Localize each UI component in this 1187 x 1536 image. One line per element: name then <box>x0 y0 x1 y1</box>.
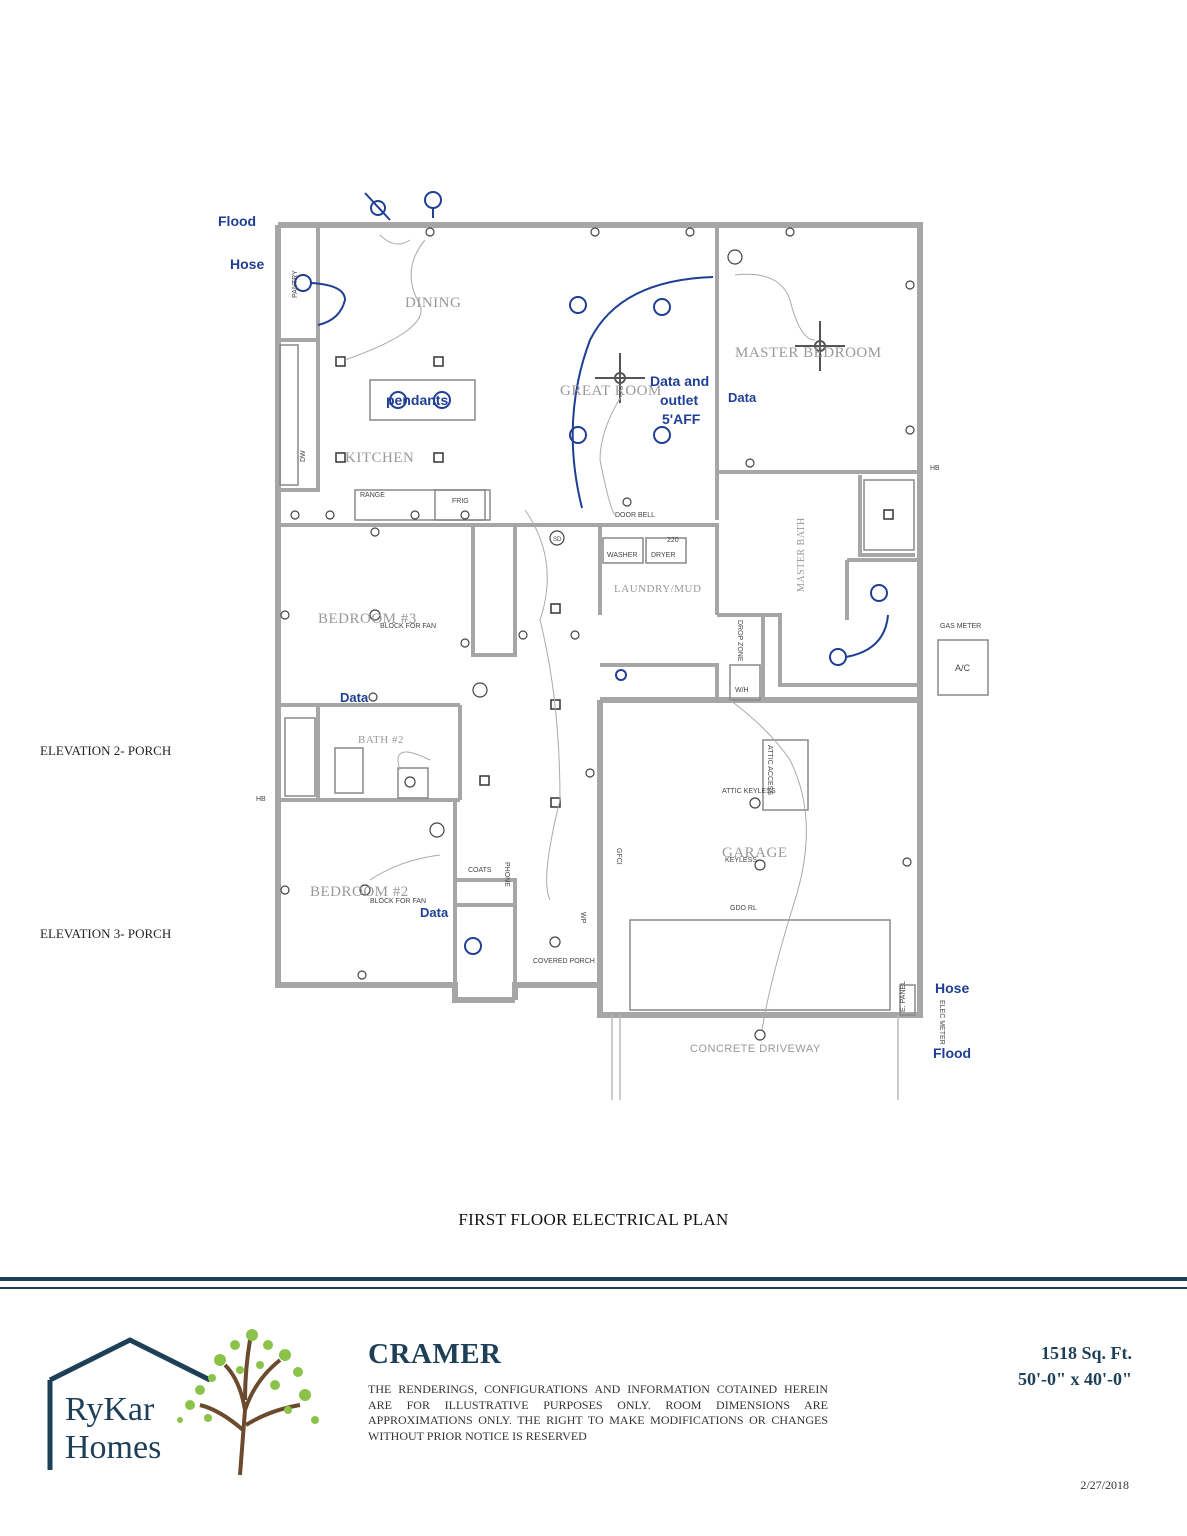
label-washer: WASHER <box>607 552 637 559</box>
note-hose-bottom: Hose <box>935 980 969 996</box>
note-data-bedroom2: Data <box>420 905 449 920</box>
label-e-panel: E. PANEL <box>900 981 907 1012</box>
note-data-master: Data <box>728 390 757 405</box>
label-gas-meter: GAS METER <box>940 623 981 630</box>
note-data-outlet-1: Data and <box>650 373 709 389</box>
room-label-master-bath: MASTER BATH <box>796 517 807 592</box>
note-flood-bottom: Flood <box>933 1045 971 1061</box>
room-label-driveway: CONCRETE DRIVEWAY <box>690 1043 821 1055</box>
label-attic-keyless: ATTIC KEYLESS <box>722 788 776 795</box>
room-label-pantry: PANTRY <box>292 270 299 298</box>
label-block-for-fan-2: BLOCK FOR FAN <box>370 898 426 905</box>
tree-icon <box>177 1329 319 1476</box>
blue-annotation-marks <box>294 191 889 955</box>
label-range: RANGE <box>360 492 385 499</box>
room-label-master-bedroom: MASTER BEDROOM <box>735 345 882 361</box>
room-label-kitchen: KITCHEN <box>345 450 414 466</box>
note-data-outlet-2: outlet <box>660 392 698 408</box>
room-label-bath2: BATH #2 <box>358 734 404 746</box>
driveway <box>611 1015 899 1100</box>
label-block-for-fan-1: BLOCK FOR FAN <box>380 623 436 630</box>
label-phone: PHONE <box>503 862 510 887</box>
rykar-homes-logo: RyKar Homes <box>47 1329 319 1476</box>
note-data-bedroom3: Data <box>340 690 369 705</box>
interior-walls <box>278 225 920 985</box>
plan-dimensions: 50'-0" x 40'-0" <box>1018 1369 1132 1389</box>
label-gdo: GDO RL <box>730 905 757 912</box>
room-label-garage: GARAGE <box>722 845 788 861</box>
label-220: 220 <box>667 537 679 544</box>
elevation-2-label: ELEVATION 2- PORCH <box>40 743 172 758</box>
plan-date: 2/27/2018 <box>1080 1478 1129 1492</box>
floor-plan: DINING GREAT ROOM MASTER BEDROOM KITCHEN… <box>218 191 989 1100</box>
room-label-drop-zone: DROP ZONE <box>736 620 743 662</box>
room-label-bedroom3: BEDROOM #3 <box>318 611 417 627</box>
label-dryer: DRYER <box>651 552 675 559</box>
label-wp: WP <box>579 912 586 924</box>
label-hb: HB <box>256 796 266 803</box>
room-label-laundry: LAUNDRY/MUD <box>614 583 701 595</box>
note-data-outlet-3: 5'AFF <box>662 411 701 427</box>
label-ac: A/C <box>955 663 971 673</box>
smoke-detector-icons <box>429 249 743 838</box>
plan-title: FIRST FLOOR ELECTRICAL PLAN <box>458 1210 729 1229</box>
room-label-covered-porch: COVERED PORCH <box>533 958 595 965</box>
room-label-dining: DINING <box>405 295 461 311</box>
wiring-runs <box>344 234 816 1031</box>
label-keyless: KEYLESS <box>725 857 757 864</box>
plan-size: 1518 Sq. Ft. 50'-0" x 40'-0" <box>1018 1340 1132 1392</box>
elevation-3-label: ELEVATION 3- PORCH <box>40 926 172 941</box>
label-frig: FRIG <box>452 498 469 505</box>
footer-rule-thin <box>0 1287 1187 1289</box>
room-label-great-room: GREAT ROOM <box>560 383 662 399</box>
square-footage: 1518 Sq. Ft. <box>1040 1343 1132 1363</box>
room-labels: DINING GREAT ROOM MASTER BEDROOM KITCHEN… <box>292 270 882 1055</box>
label-sd: SD <box>553 537 562 543</box>
label-hb-2: HB <box>930 465 940 472</box>
note-hose-top: Hose <box>230 256 264 272</box>
room-label-coats: COATS <box>468 867 492 874</box>
logo-text-line2: Homes <box>65 1429 161 1466</box>
room-label-attic-access: ATTIC ACCESS <box>766 745 773 795</box>
label-wh: W/H <box>735 687 749 694</box>
logo-text-line1: RyKar <box>65 1391 155 1428</box>
room-label-bedroom2: BEDROOM #2 <box>310 884 409 900</box>
label-elec-meter: ELEC METER <box>938 1000 945 1045</box>
fixture-labels: RANGE FRIG WASHER DRYER DW A/C W/H GAS M… <box>256 450 981 1045</box>
ceiling-fan-icon <box>595 321 845 403</box>
electrical-notes: Flood Hose pendants Data and outlet 5'AF… <box>218 213 971 1061</box>
note-flood-top: Flood <box>218 213 256 229</box>
footer-rule-thick <box>0 1277 1187 1281</box>
kitchen-cabinets <box>279 344 989 1016</box>
outlet-icons <box>280 227 915 1041</box>
plan-name: CRAMER <box>368 1338 502 1370</box>
recessed-light-icons <box>335 356 894 808</box>
label-dw: DW <box>300 450 307 462</box>
note-pendants: pendants <box>386 392 448 408</box>
label-door-bell: DOOR BELL <box>615 512 655 519</box>
label-gfci: GFCI <box>615 848 622 865</box>
disclaimer-text: THE RENDERINGS, CONFIGURATIONS AND INFOR… <box>368 1382 828 1443</box>
